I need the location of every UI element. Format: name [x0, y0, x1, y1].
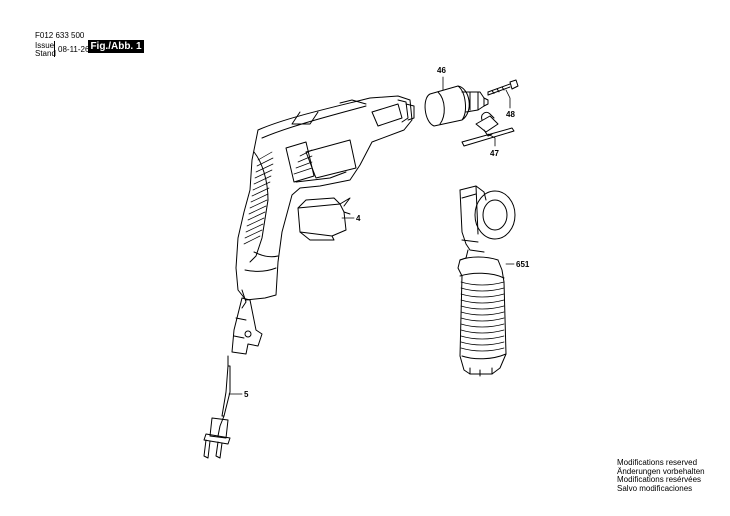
chuck	[424, 85, 489, 127]
document-number: F012 633 500	[35, 31, 85, 40]
grip-ribs	[243, 149, 313, 245]
auxiliary-handle	[457, 185, 516, 377]
callout-4: 4	[356, 214, 361, 223]
issue-date: 08-11-26	[58, 45, 90, 54]
modification-notice: Modifications reserved Änderungen vorbeh…	[617, 458, 705, 493]
notice-line: Salvo modificaciones	[617, 483, 693, 493]
callout-48: 48	[506, 110, 515, 119]
callout-47: 47	[490, 149, 499, 158]
figure-label: Fig./Abb. 1	[88, 40, 144, 53]
stand-label: Stand	[35, 49, 56, 58]
chuck-key	[461, 111, 515, 147]
leader-lines	[228, 76, 515, 395]
notice-line: Modifications resérvées	[617, 475, 702, 485]
drill-body	[235, 95, 415, 309]
power-cord	[217, 355, 231, 437]
issue-label: Issue	[35, 41, 55, 50]
mains-plug	[203, 417, 231, 459]
cord-guard	[231, 297, 263, 355]
notice-line: Modifications reserved	[617, 458, 698, 467]
callout-5: 5	[244, 390, 249, 399]
notice-line: Änderungen vorbehalten	[617, 466, 705, 476]
callout-651: 651	[516, 260, 530, 269]
chuck-screw	[487, 79, 519, 96]
switch	[297, 197, 351, 241]
callout-46: 46	[437, 66, 446, 75]
issue-divider	[54, 41, 55, 57]
handle-ribs	[460, 281, 505, 352]
